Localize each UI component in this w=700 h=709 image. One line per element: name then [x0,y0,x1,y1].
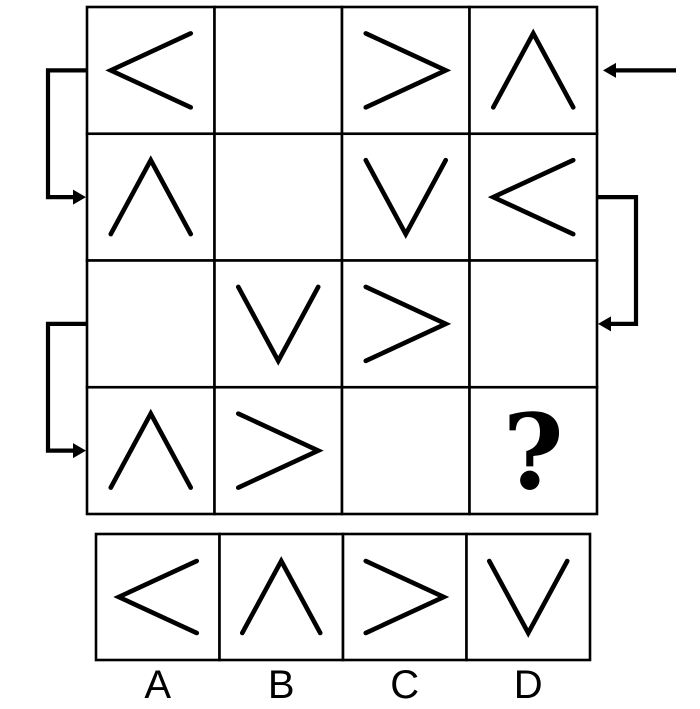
option-b-frame[interactable] [218,532,345,662]
option-b-chevron-up [239,556,323,636]
cell-r4c2-chevron-right [235,411,324,490]
option-d-chevron-down [486,558,570,638]
cell-r4c4: ? [468,385,599,516]
option-a-chevron-left [113,558,200,636]
cell-r1c2 [213,5,344,136]
cell-r4c1-frame [85,385,216,516]
cell-r1c1 [85,5,216,136]
option-a[interactable]: A [94,532,221,707]
cell-r3c4-frame [468,259,599,389]
cell-r3c3-chevron-right [363,284,452,364]
cell-r2c3-chevron-down [363,157,449,239]
cell-r4c1-chevron-up [108,408,194,490]
cell-r2c1 [85,132,216,262]
cell-r1c4-frame [468,5,599,136]
cell-r4c3-frame [340,385,471,516]
left-bracket-row1-to-row2 [45,68,87,205]
option-c-label: C [390,663,419,707]
cell-r3c2-frame [213,259,344,389]
cell-r3c2 [213,259,344,389]
right-arrow-into-row1 [603,62,676,78]
cell-r3c1 [85,259,216,389]
option-d-frame[interactable] [465,532,592,662]
cell-r4c4-frame [468,385,599,516]
cell-r4c3 [340,385,471,516]
option-b-label: B [268,663,295,707]
right-bracket-row2-to-row3-arrowhead [598,316,611,332]
cell-r2c3-frame [340,132,471,262]
annotation-layer [45,62,676,459]
cell-r2c4-frame [468,132,599,262]
left-bracket-row3-to-row4 [45,321,87,459]
option-b[interactable]: B [218,532,345,707]
option-c[interactable]: C [341,532,468,707]
left-bracket-row3-to-row4-arrowhead [73,443,86,459]
cell-r2c4 [468,132,599,262]
right-arrow-into-row1-arrowhead [603,62,616,78]
answer-options-row: A B C D [94,532,592,707]
cell-r1c4-chevron-up [490,28,576,110]
cell-r1c3 [340,5,471,136]
cell-r2c1-chevron-up [108,155,194,237]
left-bracket-row1-to-row2-line [45,68,87,200]
option-a-label: A [144,663,171,707]
cell-r2c2-frame [213,132,344,262]
cell-r4c1 [85,385,216,516]
right-bracket-row2-to-row3 [597,195,639,332]
cell-r2c4-chevron-left [487,157,576,237]
option-c-chevron-right [363,558,450,636]
cell-r1c3-chevron-right [363,31,452,110]
cell-r2c3 [340,132,471,262]
left-bracket-row3-to-row4-line [45,321,87,453]
cell-r1c2-frame [213,5,344,136]
question-mark-glyph: ? [503,391,564,514]
cell-r1c1-chevron-left [105,31,194,110]
cell-r3c2-chevron-down [235,284,321,366]
cell-r4c2 [213,385,344,516]
cell-r3c3 [340,259,471,389]
cell-r3c1-frame [85,259,216,389]
option-d-label: D [514,663,543,707]
cell-r1c4 [468,5,599,136]
right-bracket-row2-to-row3-line [597,195,639,326]
cell-r2c1-frame [85,132,216,262]
matrix-grid: ? [85,5,599,516]
option-d[interactable]: D [465,532,592,707]
cell-r3c4 [468,259,599,389]
left-bracket-row1-to-row2-arrowhead [73,189,86,205]
cell-r2c2 [213,132,344,262]
